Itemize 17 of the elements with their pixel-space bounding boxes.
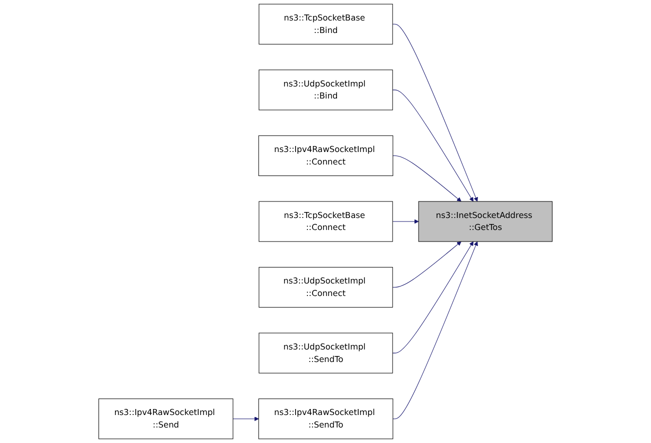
arrow bbox=[392, 24, 478, 202]
node-box: ns3::UdpSocketImpl ::SendTo bbox=[258, 332, 393, 374]
arrow bbox=[392, 241, 462, 288]
arrow bbox=[392, 90, 474, 202]
arrow bbox=[392, 241, 474, 354]
node-box: ns3::UdpSocketImpl ::Bind bbox=[258, 70, 393, 110]
node-box: ns3::Ipv4RawSocketImpl ::Connect bbox=[258, 135, 394, 176]
arrow bbox=[392, 219, 419, 224]
node-box: ns3::UdpSocketImpl ::Connect bbox=[258, 266, 393, 308]
node-box: ns3::TcpSocketBase ::Connect bbox=[258, 201, 393, 242]
node-box: ns3::Ipv4RawSocketImpl ::Send bbox=[98, 398, 234, 440]
node-box: ns3::Ipv4RawSocketImpl ::SendTo bbox=[258, 398, 394, 440]
arrow bbox=[392, 155, 462, 202]
node-box: ns3::InetSocketAddress ::GetTos bbox=[418, 201, 552, 242]
node-box: ns3::TcpSocketBase ::Bind bbox=[258, 4, 393, 44]
arrow bbox=[392, 241, 478, 420]
arrow bbox=[232, 416, 259, 422]
